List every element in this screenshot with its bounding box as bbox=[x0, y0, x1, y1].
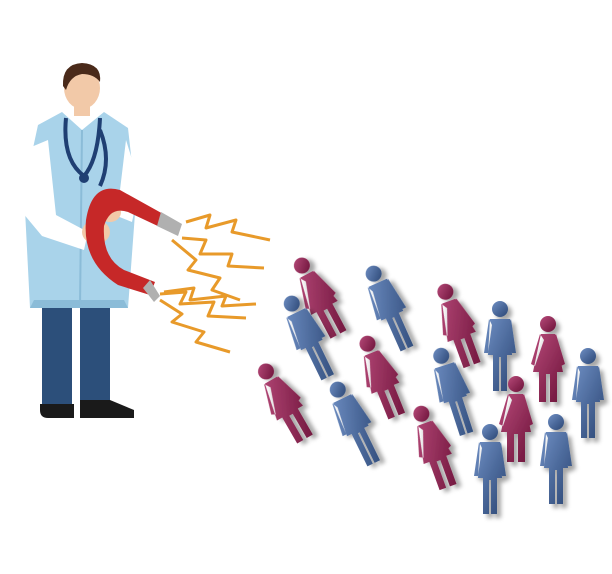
horseshoe-magnet-icon bbox=[85, 188, 182, 302]
person-body bbox=[264, 376, 313, 444]
person-head bbox=[365, 265, 382, 282]
female-person-icon bbox=[293, 257, 347, 339]
doctor-left-arm bbox=[22, 140, 88, 250]
person-body bbox=[484, 319, 516, 391]
female-person-icon bbox=[499, 376, 533, 462]
male-person-icon bbox=[329, 381, 380, 467]
person-body bbox=[332, 393, 380, 467]
female-person-icon bbox=[437, 283, 481, 369]
person-head bbox=[492, 301, 508, 317]
person-head bbox=[508, 376, 524, 392]
male-person-icon bbox=[433, 347, 474, 436]
person-head bbox=[433, 347, 450, 364]
doctor-figure bbox=[22, 63, 140, 418]
person-head bbox=[540, 316, 556, 332]
person-head bbox=[258, 363, 274, 380]
female-person-icon bbox=[413, 405, 457, 491]
person-body bbox=[363, 349, 406, 420]
person-body bbox=[417, 420, 457, 491]
male-person-icon bbox=[484, 301, 516, 391]
male-person-icon bbox=[572, 348, 604, 438]
spark-icon bbox=[159, 213, 271, 354]
person-body bbox=[433, 361, 474, 436]
doctor-left-leg bbox=[42, 300, 72, 410]
female-person-icon bbox=[258, 363, 313, 444]
person-body bbox=[531, 334, 565, 402]
magnet-tip-upper bbox=[157, 212, 182, 236]
person-body bbox=[367, 278, 414, 352]
male-person-icon bbox=[540, 414, 572, 504]
person-head bbox=[482, 424, 498, 440]
magnet-tip-lower bbox=[143, 280, 160, 302]
person-body bbox=[540, 432, 572, 504]
person-body bbox=[474, 442, 506, 514]
person-body bbox=[499, 394, 533, 462]
person-head bbox=[329, 381, 346, 398]
person-head bbox=[548, 414, 564, 430]
person-head bbox=[293, 257, 310, 274]
doctor-right-shoe bbox=[80, 400, 134, 418]
person-head bbox=[437, 283, 454, 300]
doctor-left-shoe bbox=[40, 404, 74, 418]
female-person-icon bbox=[359, 335, 406, 420]
person-body bbox=[572, 366, 604, 438]
person-body bbox=[286, 307, 334, 381]
person-head bbox=[359, 335, 376, 352]
male-person-icon bbox=[283, 295, 334, 381]
male-person-icon bbox=[365, 265, 414, 352]
person-head bbox=[413, 405, 430, 422]
doctor-right-leg bbox=[80, 300, 110, 410]
crowd-group bbox=[258, 257, 604, 514]
person-body bbox=[299, 270, 347, 339]
person-head bbox=[283, 295, 300, 312]
male-person-icon bbox=[474, 424, 506, 514]
person-body bbox=[441, 298, 481, 369]
female-person-icon bbox=[531, 316, 565, 402]
person-head bbox=[580, 348, 596, 364]
doctor-hair bbox=[62, 63, 101, 90]
